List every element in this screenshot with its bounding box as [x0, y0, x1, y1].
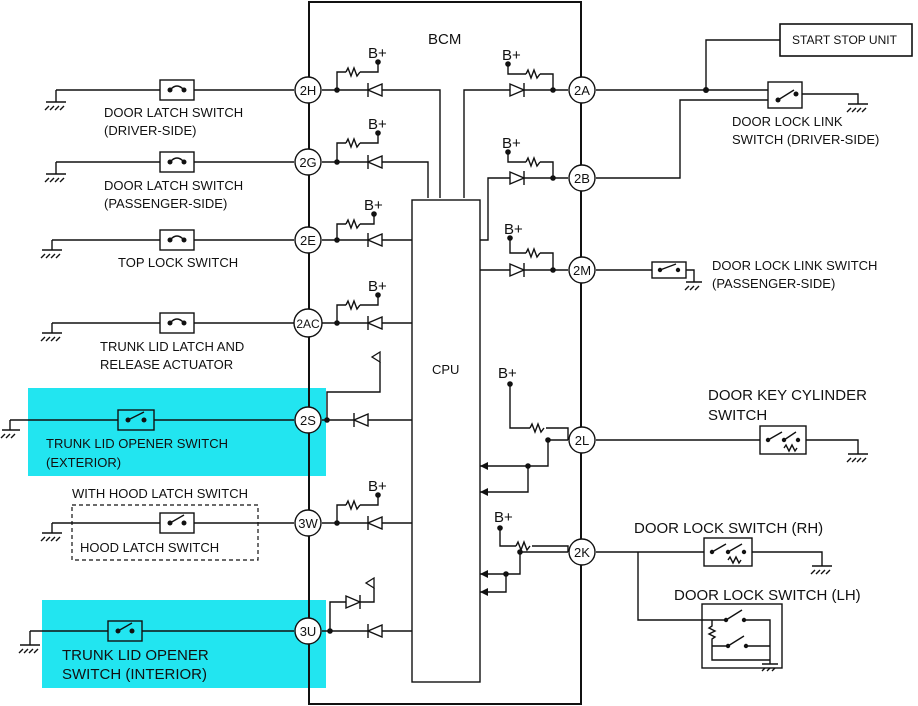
svg-text:2H: 2H	[300, 83, 317, 98]
label-key-cyl-1: DOOR KEY CYLINDER	[708, 387, 867, 404]
start-stop-unit-label: START STOP UNIT	[792, 33, 898, 47]
bplus-2g: B+	[368, 116, 387, 133]
label-top-lock: TOP LOCK SWITCH	[118, 255, 238, 270]
label-door-latch-driver-1: DOOR LATCH SWITCH	[104, 105, 243, 120]
label-trunk-ext-1: TRUNK LID OPENER SWITCH	[46, 436, 228, 451]
highlight-trunk-interior	[42, 600, 326, 688]
door-key-cylinder-switch-icon	[759, 425, 807, 455]
pin-2l: 2L	[568, 426, 596, 454]
label-trunk-latch-1: TRUNK LID LATCH AND	[100, 339, 244, 354]
pin-2ac: 2AC	[293, 308, 323, 338]
ground-symbol-3u	[18, 631, 40, 654]
door-latch-switch-driver-icon	[159, 79, 195, 101]
ground-symbol-2h	[44, 90, 66, 111]
junction-dots-right	[497, 61, 556, 577]
label-trunk-int-1: TRUNK LID OPENER	[62, 647, 209, 664]
bplus-2ac: B+	[368, 278, 387, 295]
pin-2b: 2B	[568, 164, 596, 192]
label-key-cyl-2: SWITCH	[708, 407, 767, 424]
pin-2s: 2S	[294, 406, 322, 434]
connector-pins: 2H 2G 2E 2AC 2S 3W 3U 2A 2B 2M 2L 2K	[293, 76, 596, 645]
right-external-wires	[596, 39, 859, 621]
svg-text:2G: 2G	[299, 155, 316, 170]
trunk-opener-exterior-switch-icon	[117, 409, 155, 431]
door-lock-link-passenger-switch-icon	[651, 261, 687, 279]
cpu-box	[411, 199, 481, 683]
label-lock-rh: DOOR LOCK SWITCH (RH)	[634, 520, 823, 537]
bplus-2l: B+	[498, 365, 517, 382]
pin-2e: 2E	[294, 226, 322, 254]
door-lock-link-driver-switch-icon	[767, 81, 803, 109]
bplus-2m: B+	[504, 221, 523, 238]
svg-text:3U: 3U	[300, 624, 317, 639]
start-stop-unit-box	[779, 23, 913, 57]
trunk-opener-interior-switch-icon	[107, 620, 143, 642]
label-link-pass-1: DOOR LOCK LINK SWITCH	[712, 258, 877, 273]
door-latch-switch-passenger-icon	[159, 151, 195, 173]
bcm-internal-right-circuits	[463, 64, 569, 593]
label-link-driver-2: SWITCH (DRIVER-SIDE)	[732, 132, 879, 147]
ground-symbols-right	[684, 103, 868, 575]
bcm-title: BCM	[428, 31, 461, 48]
ground-symbol-3w	[40, 523, 62, 542]
bplus-2k: B+	[494, 509, 513, 526]
door-lock-switch-rh-icon	[703, 537, 753, 567]
bplus-3w: B+	[368, 478, 387, 495]
diodes-right	[509, 82, 526, 278]
label-hood-latch: HOOD LATCH SWITCH	[80, 540, 219, 555]
pin-2a: 2A	[568, 76, 596, 104]
bcm-box	[308, 1, 582, 705]
svg-text:2L: 2L	[575, 433, 589, 448]
cpu-label: CPU	[432, 362, 459, 377]
junction-dots-left	[324, 59, 381, 634]
svg-text:2S: 2S	[300, 413, 316, 428]
highlight-trunk-exterior	[28, 388, 326, 476]
ground-symbol-2ac	[40, 323, 62, 342]
label-door-latch-pass-2: (PASSENGER-SIDE)	[104, 196, 227, 211]
pin-3u: 3U	[294, 617, 322, 645]
pin-2k: 2K	[568, 538, 596, 566]
open-terminal-2s	[370, 350, 381, 364]
svg-text:2E: 2E	[300, 233, 316, 248]
trunk-lid-latch-switch-icon	[159, 312, 195, 334]
svg-text:2A: 2A	[574, 83, 590, 98]
label-trunk-ext-2: (EXTERIOR)	[46, 455, 121, 470]
label-door-latch-pass-1: DOOR LATCH SWITCH	[104, 178, 243, 193]
open-terminal-3u	[364, 576, 375, 590]
ground-symbol-2g	[44, 162, 66, 183]
svg-text:2M: 2M	[573, 263, 591, 278]
resistors-left	[345, 66, 361, 511]
label-with-hood: WITH HOOD LATCH SWITCH	[72, 486, 248, 501]
label-trunk-int-2: SWITCH (INTERIOR)	[62, 666, 207, 683]
hood-latch-dashed-box	[71, 504, 259, 561]
pin-2h: 2H	[294, 76, 322, 104]
ground-symbol-2s	[0, 420, 20, 439]
bplus-2e: B+	[364, 197, 383, 214]
label-link-pass-2: (PASSENGER-SIDE)	[712, 276, 835, 291]
diodes-left	[345, 82, 383, 639]
svg-text:3W: 3W	[298, 516, 318, 531]
pin-2m: 2M	[568, 256, 596, 284]
label-door-latch-driver-2: (DRIVER-SIDE)	[104, 123, 196, 138]
ground-symbol-2e	[40, 240, 62, 259]
cpu-input-arrows	[480, 462, 488, 596]
bplus-2h: B+	[368, 45, 387, 62]
svg-text:2B: 2B	[574, 171, 590, 186]
door-lock-switch-lh-icon	[701, 603, 783, 672]
bplus-2a: B+	[502, 47, 521, 64]
pin-2g: 2G	[294, 148, 322, 176]
resistors-right	[515, 68, 545, 552]
top-lock-switch-icon	[159, 229, 195, 251]
svg-text:2AC: 2AC	[296, 317, 320, 331]
hood-latch-switch-icon	[159, 512, 195, 534]
pin-3w: 3W	[294, 509, 322, 537]
label-trunk-latch-2: RELEASE ACTUATOR	[100, 357, 233, 372]
bplus-2b: B+	[502, 135, 521, 152]
label-lock-lh: DOOR LOCK SWITCH (LH)	[674, 587, 861, 604]
junction-start-stop	[703, 87, 709, 93]
svg-text:2K: 2K	[574, 545, 590, 560]
label-link-driver-1: DOOR LOCK LINK	[732, 114, 843, 129]
